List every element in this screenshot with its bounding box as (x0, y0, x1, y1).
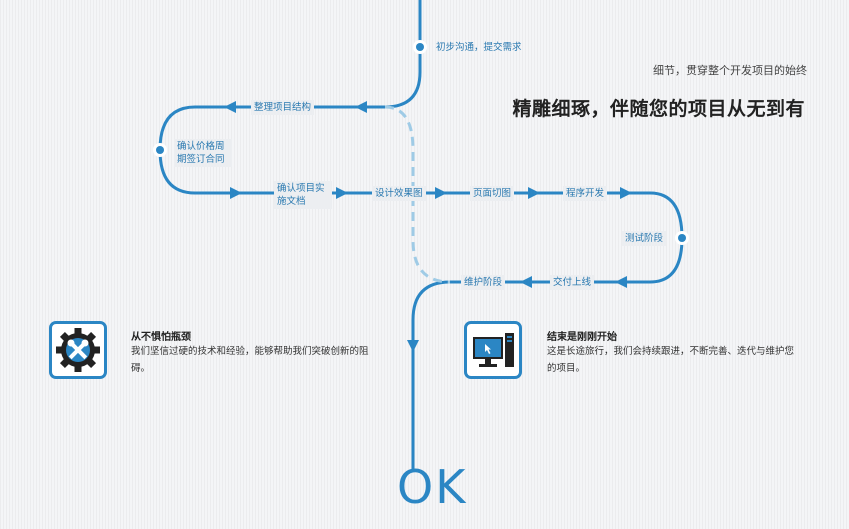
step-label: 维护阶段 (461, 275, 506, 290)
node-dot (416, 43, 424, 51)
card-icon-box (49, 321, 107, 379)
step-label: 整理项目结构 (251, 100, 315, 115)
arrow-icon (355, 101, 367, 113)
card-icon-box (464, 321, 522, 379)
card-description: 我们坚信过硬的技术和经验，能够帮助我们突破创新的阻碍。 (131, 346, 369, 374)
page-title: 精雕细琢，伴随您的项目从无到有 (512, 98, 805, 120)
arrow-icon (435, 187, 447, 199)
dashed-shortcut-path (384, 105, 451, 284)
card-description: 这是长途旅行，我们会持续跟进，不断完善、迭代与维护您的项目。 (547, 346, 795, 374)
arrow-icon (407, 340, 419, 352)
step-label: 初步沟通，提交需求 (436, 42, 522, 53)
page-subtitle: 细节，贯穿整个开发项目的始终 (653, 64, 807, 77)
step-label: 交付上线 (550, 275, 595, 290)
node-dot (678, 234, 686, 242)
step-label: 程序开发 (563, 186, 608, 201)
arrow-icon (230, 187, 242, 199)
arrow-icon (224, 101, 236, 113)
arrow-icon (615, 276, 627, 288)
step-label: 页面切图 (470, 186, 515, 201)
node-dot (156, 146, 164, 154)
arrow-icon (528, 187, 540, 199)
gear-tools-icon (56, 328, 100, 372)
card-title: 结束是刚刚开始 (547, 332, 617, 343)
step-label: 确认价格周期签订合同 (174, 139, 232, 167)
computer-icon (473, 333, 514, 367)
arrow-icon (336, 187, 348, 199)
card-title: 从不惧怕瓶颈 (131, 332, 191, 343)
end-ok-text: OK (397, 460, 468, 514)
step-label: 确认项目实施文档 (274, 181, 332, 209)
step-label: 设计效果图 (372, 186, 426, 201)
arrow-icon (520, 276, 532, 288)
step-label: 测试阶段 (622, 231, 667, 246)
arrow-icon (620, 187, 632, 199)
flow-path (158, 0, 684, 470)
